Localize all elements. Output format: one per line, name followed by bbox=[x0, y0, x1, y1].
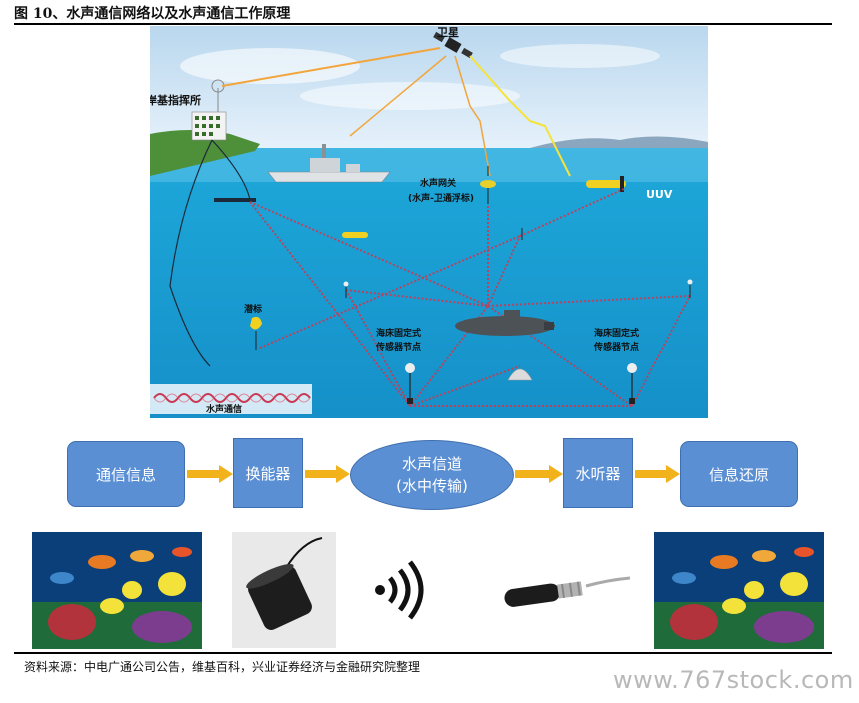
seabed-node-right-icon bbox=[627, 363, 637, 404]
step-channel-line1: 水声信道 bbox=[401, 455, 462, 473]
title-rule bbox=[14, 23, 832, 25]
gateway-sub-label: (水声-卫通浮标) bbox=[408, 192, 474, 204]
fish-reef-image-left bbox=[32, 532, 202, 649]
seabed-left-label-2: 传感器节点 bbox=[375, 341, 421, 353]
step-comm-info: 通信信息 bbox=[67, 441, 185, 507]
satellite-icon bbox=[433, 31, 473, 59]
shore-building-icon bbox=[191, 79, 227, 141]
source-note: 资料来源：中电广通公司公告，维基百科，兴业证券经济与金融研究院整理 bbox=[24, 660, 421, 674]
seabed-right-label-2: 传感器节点 bbox=[593, 341, 639, 353]
footer-rule bbox=[14, 652, 832, 654]
auv-icon bbox=[342, 232, 368, 238]
figure-title: 图 10、水声通信网络以及水声通信工作原理 bbox=[14, 6, 291, 22]
uuv-label: UUV bbox=[646, 188, 673, 201]
flow-arrow-4 bbox=[635, 465, 680, 483]
step-channel-line2: (水中传输) bbox=[396, 477, 468, 495]
shore-label: 岸基指挥所 bbox=[150, 93, 201, 107]
shore bbox=[150, 130, 260, 176]
step-channel: 水声信道 (水中传输) bbox=[350, 440, 514, 510]
step-transducer: 换能器 bbox=[233, 438, 303, 508]
transducer-image bbox=[232, 532, 336, 648]
network-illustration: 卫星 水声网关 (水声-卫通浮标) UUV bbox=[150, 26, 708, 418]
flow-arrow-3 bbox=[515, 465, 563, 483]
gateway-label: 水声网关 bbox=[420, 177, 456, 189]
flow-arrow-1 bbox=[187, 465, 233, 483]
hydrophone-image bbox=[498, 560, 630, 618]
seabed-right-label-1: 海床固定式 bbox=[594, 327, 639, 339]
wireless-signal-icon bbox=[375, 560, 424, 620]
buoy-label: 潜标 bbox=[244, 303, 262, 315]
fish-reef-image-right bbox=[654, 532, 824, 649]
towed-array-icon bbox=[214, 198, 256, 202]
seabed-dome-icon bbox=[507, 368, 533, 381]
moored-buoy-icon bbox=[250, 316, 262, 350]
step-hydrophone: 水听器 bbox=[563, 438, 633, 508]
step-info-restore: 信息还原 bbox=[680, 441, 798, 507]
acoustic-links bbox=[249, 187, 691, 407]
acoustic-comm-label: 水声通信 bbox=[206, 403, 242, 415]
gateway-buoy-icon bbox=[480, 166, 496, 204]
warship-icon bbox=[267, 144, 391, 183]
seabed-node-left-icon bbox=[405, 363, 415, 404]
submarine-icon bbox=[455, 310, 555, 336]
acoustic-waveform-panel bbox=[150, 384, 312, 414]
flow-arrow-2 bbox=[305, 465, 350, 483]
uuv-icon bbox=[586, 176, 626, 192]
seabed-left-label-1: 海床固定式 bbox=[376, 327, 421, 339]
satellite-label: 卫星 bbox=[437, 26, 459, 39]
watermark: www.767stock.com bbox=[613, 666, 854, 694]
